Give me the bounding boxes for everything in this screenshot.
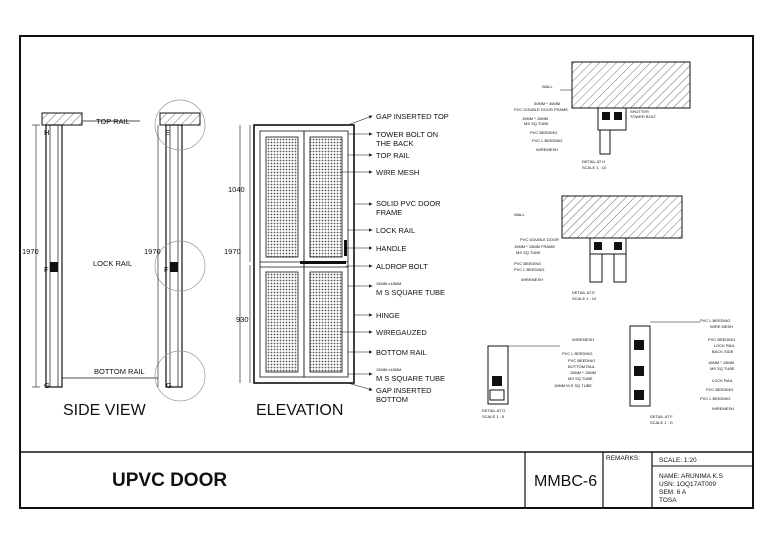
detail-f-tube-dim: 15MM * 15MM: [708, 360, 734, 365]
detail-g-wiremesh: WIREMESH: [572, 337, 594, 342]
detail-e-tube: MS SQ TUBE: [516, 250, 541, 255]
detail-f-back-side: BACK SIDE: [712, 349, 734, 354]
detail-f-beeding2: PVC BEEDING: [706, 387, 733, 392]
label-aldrop: ALDROP BOLT: [376, 262, 428, 271]
detail-e-frame: PVC DOUBLE DOOR: [520, 237, 559, 242]
elevation-drawing: [239, 124, 355, 384]
elevation-lower-dim: 930: [236, 315, 249, 324]
side-view-2: [154, 99, 206, 402]
detail-e-wiremesh: WIREMESH: [521, 277, 543, 282]
detail-g-tube: MS SQ TUBE: [568, 376, 593, 381]
scale-text: SCALE: 1:20: [659, 457, 697, 464]
project-title: UPVC DOOR: [112, 470, 227, 491]
detail-g-pipe: 15MM M.S SQ TUBE: [554, 383, 592, 388]
mark-e: E: [165, 128, 170, 137]
detail-h-l-beeding: PVC L BEEDING: [532, 138, 563, 143]
sheet-border: [19, 35, 754, 509]
detail-h-drawing: [560, 61, 691, 155]
detail-h-scale: SCALE 1 : 10: [582, 165, 607, 170]
side-height-2: 1970: [144, 247, 161, 256]
side-top-rail-label: TOP RAIL: [96, 117, 130, 126]
label-ms-tube: M S SQUARE TUBE: [376, 288, 445, 297]
label-tower-bolt-2: THE BACK: [376, 139, 414, 148]
student-sem: SEM: 6 A: [659, 489, 687, 496]
detail-g-bottom-rail: BOTTOM RAIL: [568, 364, 596, 369]
detail-h-tube-dim: 15MM * 15MM: [522, 116, 548, 121]
student-usn: USN: 1OQ17AT009: [659, 481, 716, 488]
detail-f-wire-mesh: WIRE MESH: [710, 324, 733, 329]
label-gap-top: GAP INSERTED TOP: [376, 112, 449, 121]
student-name: NAME: ARUNIMA K.S: [659, 473, 724, 480]
detail-f-l-beeding2: PVC L BEEDING: [700, 396, 731, 401]
label-wire-mesh: WIRE MESH: [376, 168, 419, 177]
detail-e-beeding: PVC BEEDING: [514, 261, 541, 266]
detail-e-wall: WALL: [514, 212, 526, 217]
elevation-height: 1970: [224, 247, 241, 256]
detail-h-frame: PVC DOUBLE DOOR FRAME: [514, 107, 568, 112]
detail-h-wiremesh: WIREMESH: [536, 147, 558, 152]
elevation-upper-dim: 1040: [228, 185, 245, 194]
detail-h-tower-bolt-2: TOWER BOLT: [630, 114, 657, 119]
detail-f-title: DETAIL AT F: [650, 414, 673, 419]
label-ms-tube2: M S SQUARE TUBE: [376, 374, 445, 383]
detail-f-lock-rail2: LOCK RAIL: [712, 378, 734, 383]
label-tower-bolt: TOWER BOLT ON: [376, 130, 438, 139]
side-view-caption: SIDE VIEW: [63, 402, 147, 419]
detail-g-l-beeding: PVC L BEEDING: [562, 351, 593, 356]
label-handle: HANDLE: [376, 244, 406, 253]
detail-e-l-beeding: PVC L BEEDING: [514, 267, 545, 272]
detail-h-tube: MS SQ TUBE: [524, 121, 549, 126]
label-lock-rail: LOCK RAIL: [376, 226, 415, 235]
detail-h-frame-dim: 50MM * 40MM: [534, 101, 560, 106]
label-solid-frame: SOLID PVC DOOR: [376, 199, 441, 208]
label-solid-frame-2: FRAME: [376, 208, 402, 217]
detail-f-wiremesh: WIREMESH: [712, 406, 734, 411]
side-lock-rail-label: LOCK RAIL: [93, 259, 132, 268]
detail-g-beeding: PVC BEEDING: [568, 358, 595, 363]
label-wiregauzed: WIREGAUZED: [376, 328, 427, 337]
label-gap-bottom: GAP INSERTED: [376, 386, 432, 395]
detail-h-beeding: PVC BEEDING: [530, 130, 557, 135]
drawing-code: MMBC-6: [534, 473, 597, 490]
detail-g-drawing: [487, 345, 560, 405]
detail-e-scale: SCALE 1 : 10: [572, 296, 597, 301]
elevation-caption: ELEVATION: [256, 402, 343, 419]
college-name: TOSA: [659, 497, 677, 504]
mark-f-2: F: [164, 265, 169, 274]
detail-h-tower-bolt: SHUTTER: [630, 109, 649, 114]
label-hinge: HINGE: [376, 311, 400, 320]
detail-h-title: DETAIL AT H: [582, 159, 605, 164]
detail-h-wall: WALL: [542, 84, 554, 89]
mark-f-1: F: [44, 265, 49, 274]
label-ms-tube2-dim: 15MM x15MM: [376, 367, 401, 372]
detail-g-scale: SCALE 1 : 5: [482, 414, 505, 419]
detail-f-scale: SCALE 1 : G: [650, 420, 673, 425]
detail-e-title: DETAIL AT E: [572, 290, 595, 295]
label-gap-bottom-2: BOTTOM: [376, 395, 408, 404]
side-height-1: 1970: [22, 247, 39, 256]
elevation-leaders: [340, 115, 373, 391]
mark-g-1: G: [44, 381, 50, 390]
detail-g-title: DETAIL AT G: [482, 408, 505, 413]
detail-f-beeding: PVC BEEDING: [708, 337, 735, 342]
label-top-rail: TOP RAIL: [376, 151, 410, 160]
side-bottom-rail-label: BOTTOM RAIL: [94, 367, 145, 376]
detail-e-frame-dim: 15MM * 15MM FRAME: [514, 244, 555, 249]
detail-f-tube: MS SQ TUBE: [710, 366, 735, 371]
detail-f-l-beeding: PVC L BEEDING: [700, 318, 731, 323]
detail-g-tube-dim: 15MM * 15MM: [570, 370, 596, 375]
mark-g-2: G: [166, 381, 172, 390]
mark-h: H: [44, 128, 49, 137]
detail-e-drawing: [561, 195, 683, 283]
remarks-label: REMARKS:: [606, 455, 640, 462]
side-view-1: [32, 112, 158, 388]
label-bottom-rail: BOTTOM RAIL: [376, 348, 427, 357]
label-ms-tube-dim: 15MM x15MM: [376, 281, 401, 286]
detail-f-drawing: [629, 321, 700, 407]
detail-f-lock-rail: LOCK RAIL: [714, 343, 736, 348]
